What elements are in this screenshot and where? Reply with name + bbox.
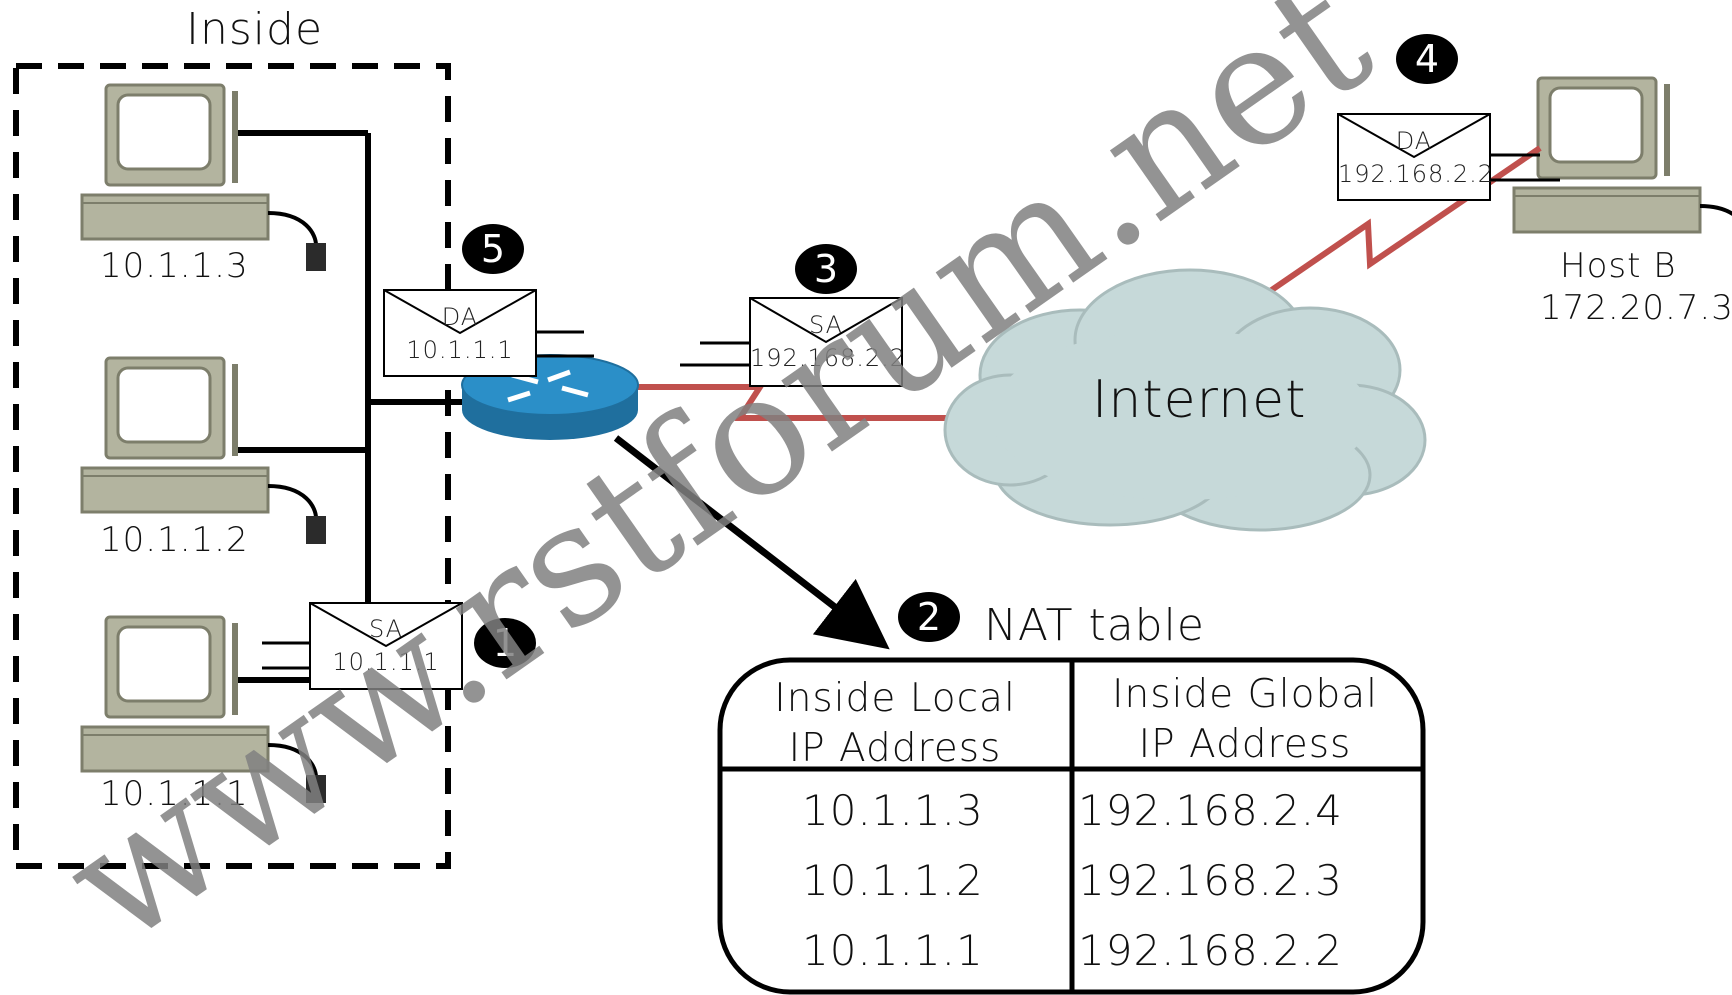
packet-envelope-3 [680,297,903,387]
computer-icon-10-1-1-3 [80,83,328,273]
lan-wiring [238,130,462,683]
computer-icon-host-b [1512,76,1732,266]
wan-link [638,384,950,421]
internet-cloud [943,268,1427,532]
packet-envelope-4 [1337,113,1560,201]
nat-table-frame [717,657,1426,995]
packet-envelope-1 [262,602,463,690]
wan-link-remote [1258,145,1542,301]
computer-icon-10-1-1-1 [80,615,328,805]
inside-zone [13,63,451,869]
nat-lookup-arrow [613,435,890,650]
packet-envelope-5 [383,289,594,377]
